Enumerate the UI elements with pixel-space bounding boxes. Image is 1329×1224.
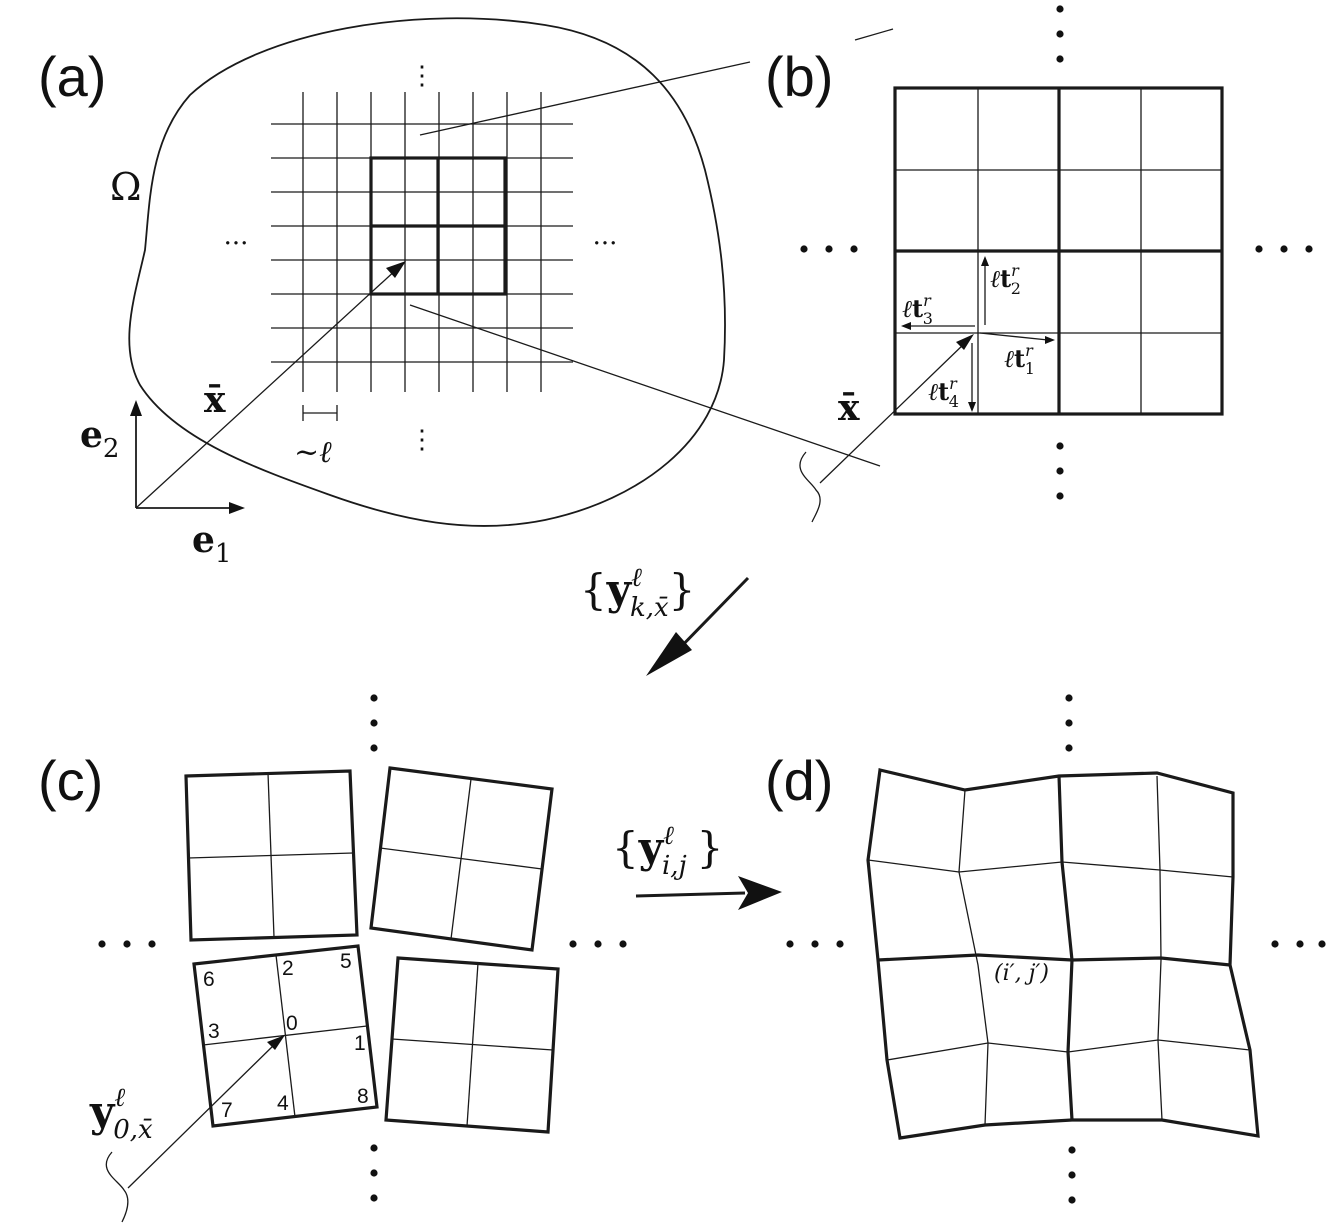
dots-left-b	[800, 245, 858, 253]
dots-left-d	[786, 940, 844, 948]
deformed-lattice	[866, 768, 1260, 1140]
zoom-line-top	[419, 61, 751, 136]
position-vector-a	[135, 267, 399, 509]
basis-e2-label: e2	[80, 414, 119, 464]
cell-c-top-right	[369, 766, 554, 952]
basis-axes	[130, 400, 245, 514]
scale-bar	[302, 405, 338, 421]
panel-a: (a) Ω	[38, 17, 894, 569]
dots-bottom-c	[370, 1144, 378, 1202]
dots-right-d	[1271, 940, 1326, 948]
dots-right-c	[569, 940, 627, 948]
map-k-arrow	[646, 576, 750, 676]
dots-top-b	[1056, 5, 1064, 63]
zoom-line-top-end	[854, 28, 894, 41]
node-number-0: 0	[286, 1012, 298, 1035]
y0-vector	[127, 1041, 278, 1189]
dots-top-c	[370, 694, 378, 752]
break-curve-b	[799, 451, 821, 523]
dots-bottom-d	[1068, 1146, 1076, 1204]
zoom-line-bottom	[409, 304, 881, 467]
lattice-vectors	[901, 256, 1055, 412]
panel-c: (c) 0 1 2 3 4 5 6 7 8	[38, 694, 627, 1223]
cell-c-bottom-right	[384, 956, 560, 1134]
y0-vector-head	[267, 1035, 285, 1050]
omega-symbol: Ω	[110, 165, 142, 209]
node-number-8: 8	[357, 1085, 369, 1108]
lattice-grid	[271, 92, 573, 392]
position-vector-a-head	[386, 261, 406, 278]
panel-b-label: (b)	[765, 45, 833, 108]
cell-c-top-left	[184, 769, 359, 942]
position-vector-a-label: x̄	[204, 379, 226, 421]
panel-b: (b)	[765, 5, 1313, 523]
map-ij-arrow	[635, 876, 782, 910]
position-vector-b	[819, 341, 967, 484]
dots-right-b	[1255, 245, 1313, 253]
highlighted-cell-block	[369, 156, 507, 296]
node-number-2: 2	[282, 957, 294, 980]
node-number-5: 5	[340, 950, 352, 973]
node-index-label: (i′, j′)	[994, 961, 1049, 986]
dots-top-d	[1065, 694, 1073, 752]
dots-left-a: ···	[224, 229, 249, 259]
panel-d: (d) (i′, j′)	[765, 694, 1326, 1204]
scale-label: ~ℓ	[294, 435, 332, 470]
position-vector-b-label: x̄	[838, 387, 860, 429]
dots-top-a: ⋮	[409, 61, 435, 91]
panel-c-label: (c)	[38, 749, 103, 812]
panel-a-label: (a)	[38, 45, 106, 108]
dots-bottom-a: ⋮	[409, 425, 435, 455]
dots-left-c	[98, 940, 156, 948]
dots-right-a: ···	[593, 229, 618, 259]
node-number-1: 1	[354, 1032, 366, 1055]
domain-boundary	[128, 17, 726, 527]
node-number-7: 7	[221, 1099, 233, 1122]
node-number-3: 3	[208, 1020, 220, 1043]
cell-c-bottom-left	[192, 944, 379, 1128]
zoom-cell-outline	[893, 86, 1224, 416]
node-number-6: 6	[203, 968, 215, 991]
position-vector-b-head	[956, 334, 974, 350]
panel-d-label: (d)	[765, 749, 833, 812]
dots-bottom-b	[1056, 442, 1064, 500]
break-curve-c	[105, 1151, 129, 1223]
basis-e1-label: e1	[192, 519, 231, 569]
node-number-4: 4	[277, 1092, 289, 1115]
